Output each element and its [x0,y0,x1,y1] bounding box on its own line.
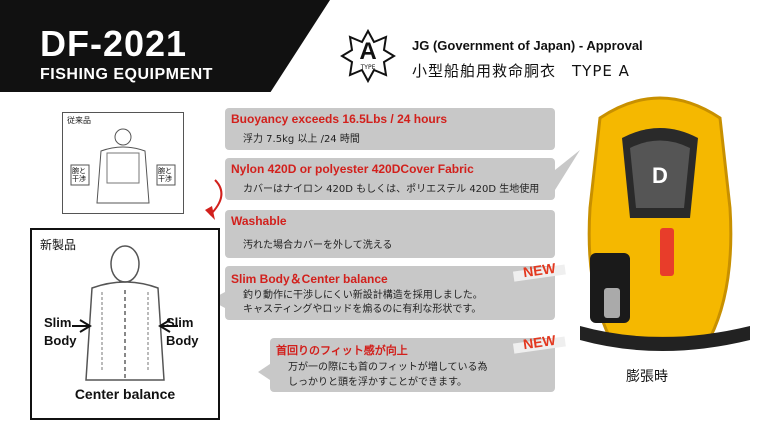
feature-title: Slim Body＆Center balance [231,272,388,286]
feature-desc: 浮力 7.5kg 以上 /24 時間 [243,134,360,145]
slim-body-right: Slim Body [166,315,199,348]
header-banner [0,0,330,92]
sakura-icon [340,28,396,84]
product-type: 小型船舶用救命胴衣 TYPE A [412,62,630,80]
slim-body-left: Slim Body [44,315,77,348]
feature-desc: 釣り動作に干渉しにくい新設計構造を採用しました。 [243,290,483,301]
new-product-label: 新製品 [40,238,77,252]
old-vest-sketch-icon [70,128,176,204]
model-name: DF-2021 [40,23,188,64]
inflated-vest-image: D [580,96,750,351]
new-vest-sketch-icon [72,245,178,381]
feature-title: Washable [231,214,287,228]
type-a-badge: A TYPE [340,28,396,84]
inflated-label: 膨張時 [626,369,668,385]
badge-type-label: TYPE [360,64,376,71]
approval-text: JG (Government of Japan) - Approval [412,38,643,53]
feature-title: Nylon 420D or polyester 420DCover Fabric [231,162,474,176]
feature-title: 首回りのフィット感が向上 [276,345,408,357]
feature-slim-body: Slim Body＆Center balance 釣り動作に干渉しにくい新設計構… [225,266,555,320]
feature-desc: しっかりと頭を浮かすことができます。 [288,377,467,388]
feature-desc: 汚れた場合カバーを外して洗える [243,240,393,251]
feature-desc: カバーはナイロン 420D もしくは、ポリエステル 420D 生地使用 [243,184,540,195]
feature-neck-fit: 首回りのフィット感が向上 万が一の際にも首のフィットが増している為 しっかりと頭… [270,338,555,392]
old-tag-right: 腕と 干渉 [158,167,172,183]
header-subtitle: FISHING EQUIPMENT [40,66,213,83]
old-product-diagram: 従来品 腕と 干渉 腕と 干渉 [62,112,184,214]
new-product-diagram: 新製品 Slim Body Slim Body [30,228,220,420]
badge-letter: A [359,38,377,65]
vest-brand-logo: D [652,163,668,188]
feature-washable: Washable 汚れた場合カバーを外して洗える [225,210,555,258]
old-tag-left: 腕と 干渉 [72,167,86,183]
feature-desc: キャスティングやロッドを煽るのに有利な形状です。 [243,304,482,315]
feature-desc: 万が一の際にも首のフィットが増している為 [288,362,488,373]
feature-title: Buoyancy exceeds 16.5Lbs / 24 hours [231,112,448,126]
old-product-label: 従来品 [67,116,91,125]
center-balance-label: Center balance [74,386,176,402]
feature-fabric: Nylon 420D or polyester 420DCover Fabric… [225,158,555,200]
feature-buoyancy: Buoyancy exceeds 16.5Lbs / 24 hours 浮力 7… [225,108,555,150]
